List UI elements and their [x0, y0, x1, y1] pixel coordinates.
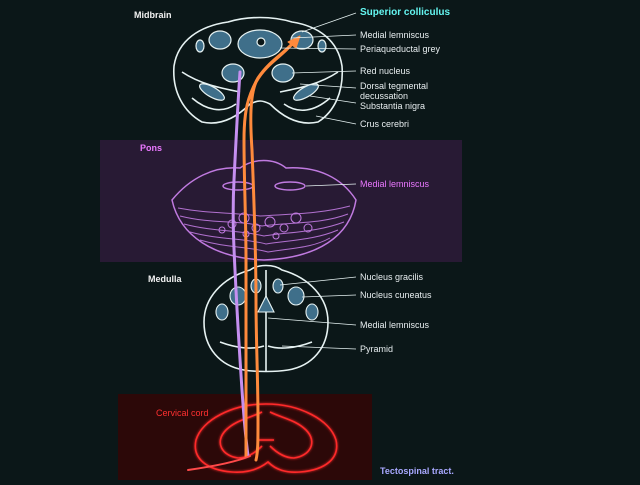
section-pons-title: Pons [140, 143, 163, 153]
pons-fibers [177, 205, 351, 253]
pyramid-left [219, 341, 265, 349]
tract-arrowhead [287, 35, 301, 49]
medulla-nuclei [215, 278, 319, 321]
substantia-nigra-left [199, 83, 225, 101]
aqueduct [256, 37, 266, 47]
label-periaqueductal-grey: Periaqueductal grey [360, 44, 441, 54]
label-dorsal-tegmental-1: Dorsal tegmental [360, 81, 429, 91]
midbrain-nuclei [195, 29, 327, 101]
medulla-outline [203, 264, 329, 373]
label-superior-colliculus: Superior colliculus [360, 7, 451, 18]
crus-cerebri-left [191, 97, 237, 111]
label-medial-lemniscus-pons: Medial lemniscus [360, 179, 430, 189]
section-cervical-title: Cervical cord [156, 408, 209, 418]
label-dorsal-tegmental-2: decussation [360, 91, 409, 101]
cord-grey-right [269, 411, 313, 459]
medulla-nucleus-left [215, 303, 229, 321]
cord-outline [194, 403, 338, 473]
pyramid-right [267, 341, 313, 349]
label-nucleus-cuneatus: Nucleus cuneatus [360, 290, 432, 300]
red-nucleus-right [271, 63, 295, 83]
label-medial-lemniscus-medulla: Medial lemniscus [360, 320, 430, 330]
nucleus-cuneatus-right [287, 286, 305, 306]
superior-colliculus-left [208, 30, 232, 50]
medulla-section [203, 264, 329, 373]
small-nucleus-left [195, 39, 205, 53]
small-nucleus-right [317, 39, 327, 53]
pons-panel [100, 140, 462, 262]
nucleus-gracilis-right [272, 278, 284, 294]
label-substantia-nigra: Substantia nigra [360, 101, 426, 111]
crus-cerebri-right [283, 97, 331, 111]
cord-terminal-branch [187, 455, 251, 471]
caption-tectospinal-tract: Tectospinal tract. [380, 466, 454, 476]
tectospinal-tract [187, 35, 301, 471]
orange-tract-b [249, 44, 292, 462]
label-pyramid: Pyramid [360, 344, 394, 354]
section-midbrain-title: Midbrain [134, 10, 172, 20]
label-red-nucleus: Red nucleus [360, 66, 411, 76]
pons-lemniscus-right [274, 181, 306, 191]
purple-lemniscus-pathway [231, 70, 250, 458]
medulla-nucleus-right [305, 303, 319, 321]
label-medial-lemniscus-midbrain: Medial lemniscus [360, 30, 430, 40]
fourth-ventricle [257, 294, 275, 313]
midbrain-outline [173, 16, 344, 124]
section-medulla-title: Medulla [148, 274, 182, 284]
leader-lines [267, 12, 357, 350]
label-nucleus-gracilis: Nucleus gracilis [360, 272, 424, 282]
label-crus-cerebri: Crus cerebri [360, 119, 410, 129]
